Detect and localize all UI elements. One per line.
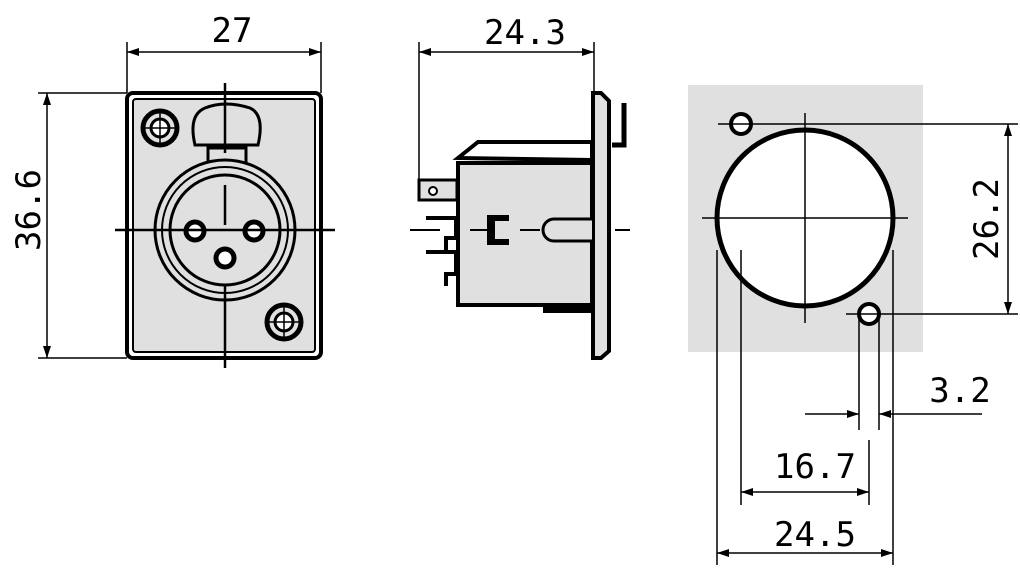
dimension-label: 24.3 [484,13,566,53]
dimension-hole-spacing-horizontal: 16.7 [740,250,870,505]
dimension-label: 26.2 [967,178,1007,260]
dimension-side-depth: 24.3 [418,13,595,180]
dimension-hole-diameter: 3.2 [805,318,991,430]
dimension-label: 36.6 [9,169,49,251]
dimension-label: 16.7 [774,447,856,487]
mounting-hole-icon [264,302,304,342]
front-view [115,83,335,368]
dimension-label: 3.2 [929,371,990,411]
latch-tab [191,102,262,147]
panel-cutout-view [688,85,1018,352]
dimension-hole-spacing-vertical: 26.2 [967,124,1012,314]
dimension-front-width: 27 [126,11,322,93]
dimension-front-height: 36.6 [9,92,127,359]
mounting-hole-icon [140,108,180,148]
dimension-label: 24.5 [774,515,856,555]
dimension-label: 27 [212,11,253,51]
dimension-cutout-diameter: 24.5 [716,250,894,565]
side-view [410,91,630,360]
